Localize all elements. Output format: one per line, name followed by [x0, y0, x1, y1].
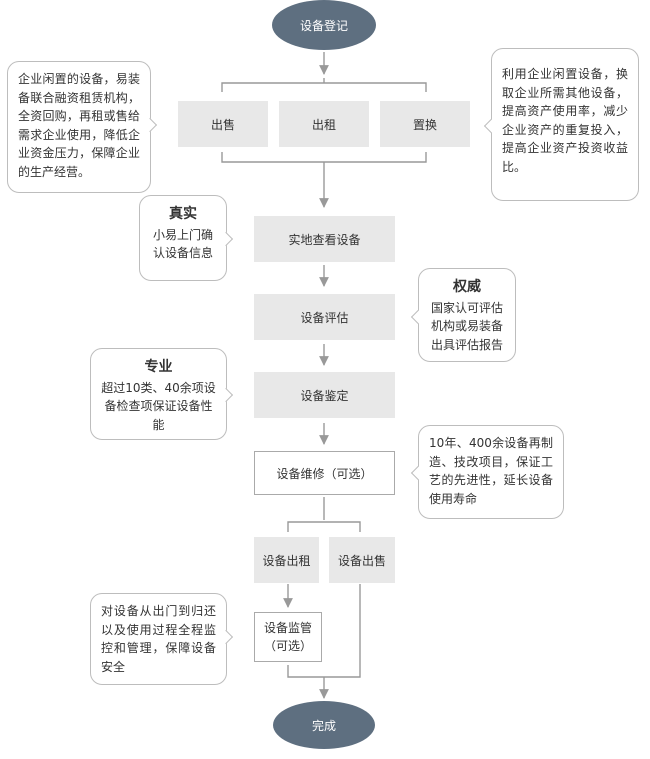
option-sell-box: 出售: [178, 101, 268, 147]
authority-text: 国家认可评估机构或易装备出具评估报告: [430, 300, 503, 352]
professional-callout: 专业 超过10类、40余项设备检查项保证设备性能: [90, 348, 227, 440]
exchange-note-callout: 利用企业闲置设备，换取企业所需其他设备，提高资产使用率，减少企业资产的重复投入，…: [491, 48, 639, 201]
brace-split: [287, 497, 361, 532]
evaluate-step: 设备评估: [254, 294, 395, 340]
appraise-step: 设备鉴定: [254, 372, 395, 418]
option-exchange-box: 置换: [380, 101, 470, 147]
rent-out-step: 设备出租: [254, 537, 319, 583]
supervise-note-text: 对设备从出门到归还以及使用过程全程监控和管理，保障设备安全: [101, 604, 216, 674]
exchange-note-text: 利用企业闲置设备，换取企业所需其他设备，提高资产使用率，减少企业资产的重复投入，…: [502, 67, 628, 174]
real-callout: 真实 小易上门确认设备信息: [139, 195, 227, 281]
repair-step: 设备维修（可选）: [254, 451, 395, 495]
professional-title: 专业: [144, 359, 173, 375]
sell-note-callout: 企业闲置的设备，易装备联合融资租赁机构，全资回购，再租或售给需求企业使用，降低企…: [7, 61, 151, 193]
repair-note-text: 10年、400余设备再制造、技改项目，保证工艺的先进性，延长设备使用寿命: [429, 436, 553, 506]
end-node: 完成: [273, 701, 375, 749]
authority-callout: 权威 国家认可评估机构或易装备出具评估报告: [418, 268, 516, 362]
start-node: 设备登记: [272, 0, 376, 50]
brace-top: [221, 78, 427, 92]
supervise-note-callout: 对设备从出门到归还以及使用过程全程监控和管理，保障设备安全: [90, 593, 227, 685]
option-rent-box: 出租: [279, 101, 369, 147]
brace-bottom: [221, 152, 427, 167]
authority-title: 权威: [453, 279, 481, 295]
sell-note-text: 企业闲置的设备，易装备联合融资租赁机构，全资回购，再租或售给需求企业使用，降低企…: [18, 72, 140, 179]
real-text: 小易上门确认设备信息: [152, 227, 213, 261]
inspect-step: 实地查看设备: [254, 216, 395, 262]
sell-out-step: 设备出售: [329, 537, 395, 583]
real-title: 真实: [169, 206, 197, 222]
supervise-step: 设备监管 （可选）: [254, 612, 322, 662]
repair-note-callout: 10年、400余设备再制造、技改项目，保证工艺的先进性，延长设备使用寿命: [418, 425, 564, 519]
professional-text: 超过10类、40余项设备检查项保证设备性能: [101, 380, 216, 432]
